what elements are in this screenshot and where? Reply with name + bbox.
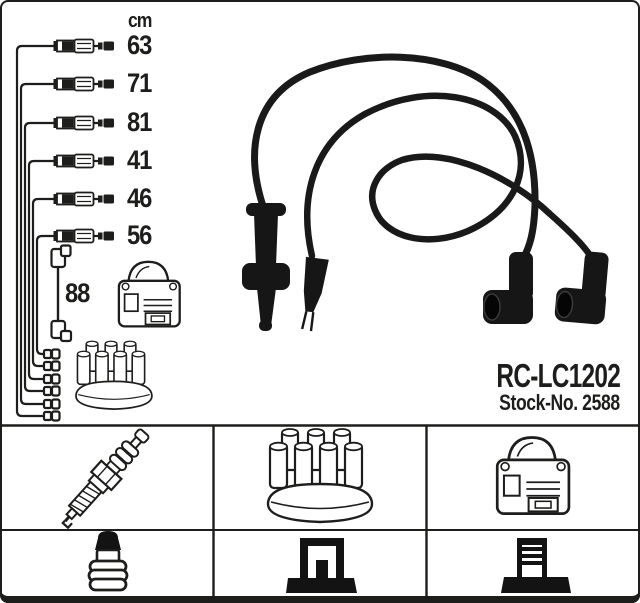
unit-label-text: cm <box>128 10 152 32</box>
ignition-coil-drawing <box>117 260 181 328</box>
straight-boot <box>242 203 290 331</box>
cable-length-value: 56 <box>127 220 152 250</box>
cable-length-label: 46 <box>127 185 155 212</box>
cable-length-value: 46 <box>127 183 152 213</box>
plug-terminal-nut-icon <box>87 531 129 592</box>
spark-plug-icon <box>52 422 156 534</box>
cable-length-label: 56 <box>127 222 155 249</box>
cable-length-value: 63 <box>127 30 152 60</box>
length-diagram <box>15 38 181 422</box>
coil-connector-icon <box>501 538 571 593</box>
cable-length-label: 71 <box>127 70 155 97</box>
unit-label: cm <box>128 11 155 31</box>
stock-number-text: Stock-No. 2588 <box>499 390 620 415</box>
cable-length-label: 63 <box>127 32 155 59</box>
right-angle-boot-1 <box>483 252 533 324</box>
cable-length-label: 41 <box>127 147 155 174</box>
product-code-text: RC-LC1202 <box>496 357 620 394</box>
pointed-connector <box>301 256 329 332</box>
cable-stub-ends <box>42 348 61 422</box>
cable-length-value: 88 <box>65 278 90 308</box>
cable-length-value: 41 <box>127 145 152 175</box>
cable-loop-inner <box>304 92 597 264</box>
distributor-cap-drawing <box>75 340 153 411</box>
cable-length-value: 71 <box>127 68 152 98</box>
coil-cable-length-label: 88 <box>65 280 93 307</box>
product-code: RC-LC1202 <box>390 359 620 392</box>
distributor-cap-icon <box>266 427 374 524</box>
right-angle-boot-2 <box>554 251 609 325</box>
legend-grid-lines <box>0 424 640 598</box>
coil-cable-88-art <box>50 244 73 343</box>
ignition-coil-icon <box>495 436 571 515</box>
cable-length-label: 81 <box>127 109 155 136</box>
cable-routing-lines <box>15 44 56 418</box>
distributor-connector-icon <box>286 538 357 593</box>
cable-length-value: 81 <box>127 107 152 137</box>
stock-number: Stock-No. 2588 <box>390 392 620 414</box>
cable-set-photo <box>242 53 609 332</box>
cable-end-connectors <box>52 38 116 244</box>
